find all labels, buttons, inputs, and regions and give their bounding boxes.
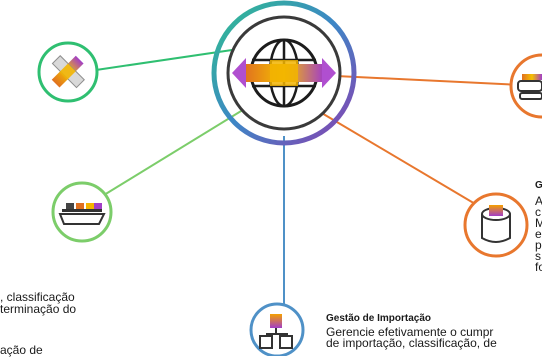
connector-right-lower: [319, 111, 483, 209]
bottom-title: Gestão de Importação: [326, 313, 432, 324]
cylinder-box-icon: [481, 205, 511, 243]
left-desc-line-2: terminação do: [0, 302, 77, 316]
right-line-3: M: [535, 216, 542, 230]
left-desc-line-3: ação de: [0, 343, 43, 357]
left-desc-line-1: , classificação: [0, 290, 75, 304]
org-chart-icon: [259, 314, 293, 349]
connector-left: [103, 107, 247, 196]
node-left[interactable]: [51, 181, 113, 243]
right-line-7: fo: [535, 260, 542, 274]
right-title: G: [535, 180, 542, 191]
node-right-upper[interactable]: [509, 53, 542, 119]
right-line-1: A: [535, 194, 542, 208]
hub-node: [211, 0, 357, 146]
node-top-left[interactable]: [37, 41, 99, 103]
node-bottom[interactable]: [249, 302, 305, 356]
vehicle-icon: [517, 74, 542, 100]
right-line-2: c: [535, 205, 541, 219]
cargo-ship-icon: [58, 203, 106, 225]
right-line-6: s: [535, 249, 541, 263]
bottom-line-1: Gerencie efetivamente o cumpr: [326, 325, 494, 339]
connector-top-left: [95, 49, 233, 71]
right-line-4: e: [535, 227, 542, 241]
right-line-5: p: [535, 238, 542, 252]
crossed-pencils-icon: [51, 55, 85, 89]
node-right-lower[interactable]: [463, 192, 529, 258]
connector-right-upper: [335, 75, 542, 87]
bottom-line-2: de importação, classificação, de: [326, 336, 497, 350]
globe-with-arrows-icon: [232, 38, 336, 108]
